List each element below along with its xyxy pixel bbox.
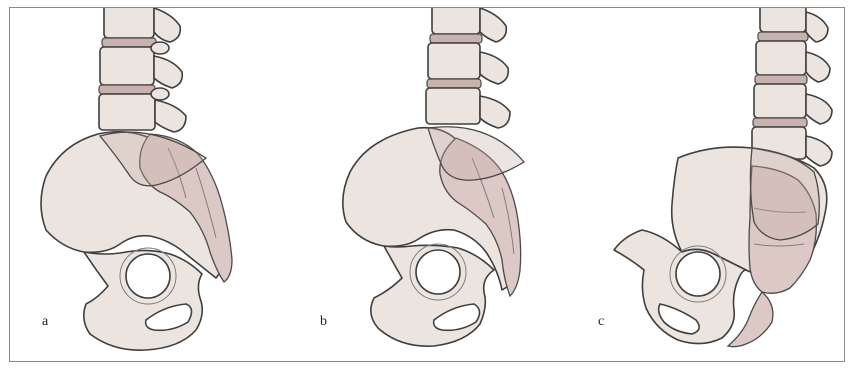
panel-a: a <box>10 8 288 361</box>
pelvic-arc <box>750 148 819 240</box>
panel-label-b: b <box>320 314 327 330</box>
panel-b: b <box>288 8 566 361</box>
panel-label-c: c <box>598 314 604 330</box>
lumbar-spine <box>752 8 832 166</box>
acetabulum <box>126 254 170 298</box>
panel-c: c <box>566 8 844 361</box>
lumbar-spine <box>99 8 186 132</box>
acetabulum <box>416 250 460 294</box>
coccyx <box>728 292 773 347</box>
acetabulum <box>676 252 720 296</box>
panel-c-drawing <box>566 8 844 361</box>
panel-label-a: a <box>42 314 48 330</box>
lumbar-spine <box>426 8 510 128</box>
panel-a-drawing <box>10 8 288 361</box>
panel-b-drawing <box>288 8 566 361</box>
pelvis-tilt-figure: a b <box>9 7 845 362</box>
